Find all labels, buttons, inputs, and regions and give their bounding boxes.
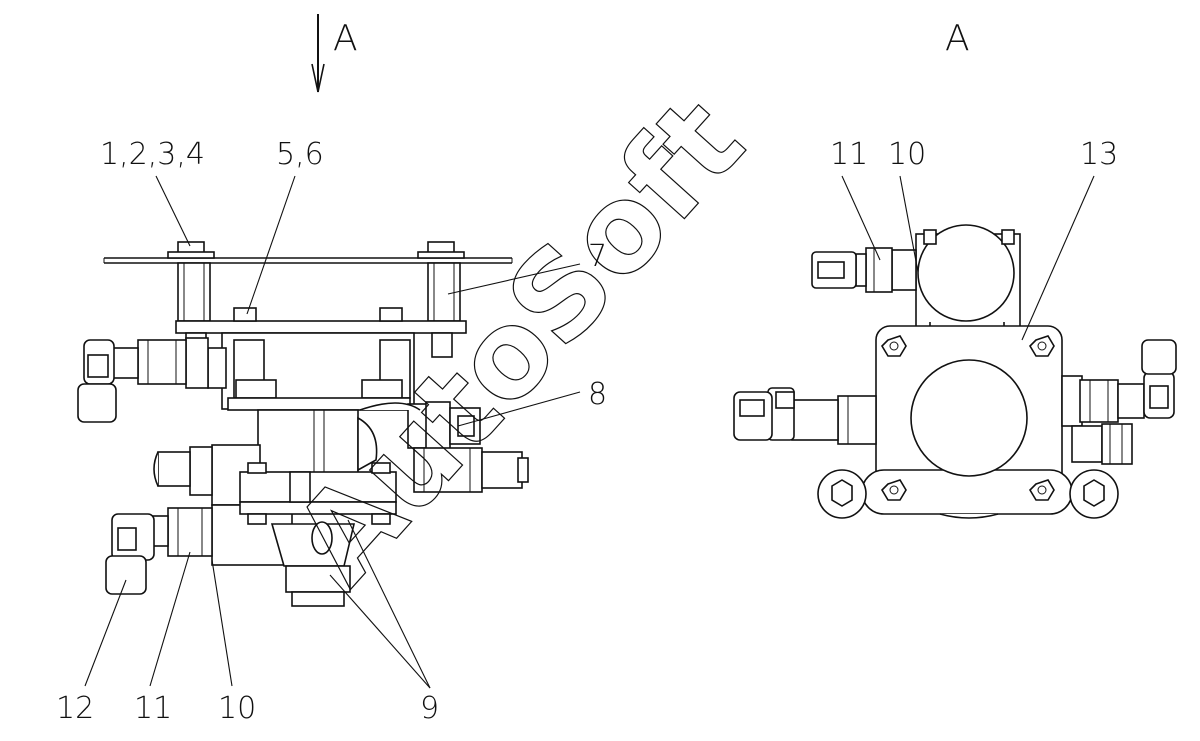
left-assembly bbox=[77, 241, 529, 607]
flange-nut bbox=[880, 335, 907, 357]
callout-13: 13 bbox=[1080, 137, 1118, 172]
callout-12: 12 bbox=[56, 691, 94, 726]
view-direction-arrow bbox=[311, 14, 325, 93]
view-label-left: A bbox=[333, 18, 358, 59]
callout-5-6: 5,6 bbox=[276, 137, 324, 172]
callout-7: 7 bbox=[588, 239, 607, 274]
callout-8: 8 bbox=[588, 377, 607, 412]
callout-10-right: 10 bbox=[888, 137, 926, 172]
flange-nut bbox=[880, 479, 907, 501]
flange-nut bbox=[1028, 335, 1055, 357]
view-label-right: A bbox=[945, 18, 970, 59]
callout-1-2-3-4: 1,2,3,4 bbox=[100, 137, 205, 172]
callout-11-right: 11 bbox=[830, 137, 868, 172]
callout-11-left: 11 bbox=[134, 691, 172, 726]
right-assembly bbox=[733, 224, 1177, 519]
leader-lines bbox=[84, 175, 1095, 689]
callout-10-left: 10 bbox=[218, 691, 256, 726]
callout-9: 9 bbox=[420, 691, 439, 726]
flange-nut bbox=[1028, 479, 1055, 501]
